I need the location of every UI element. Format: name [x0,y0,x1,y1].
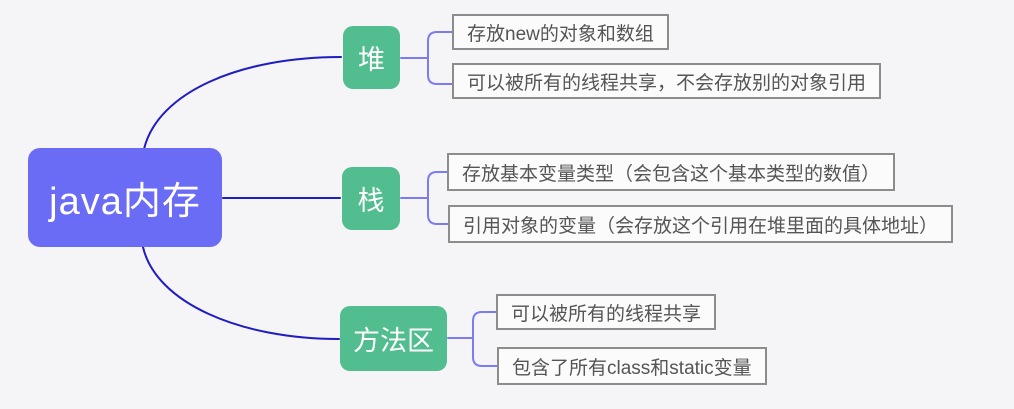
edge-method-area-bracket [472,311,498,367]
node-branch-heap[interactable]: 堆 [343,26,400,89]
edge-stack-bracket [427,171,449,225]
edge-heap-bracket [427,31,453,85]
node-branch-method-area[interactable]: 方法区 [340,306,447,371]
node-leaf-method-area-shared-threads[interactable]: 可以被所有的线程共享 [496,294,717,330]
node-leaf-stack-primitive-types[interactable]: 存放基本变量类型（会包含这个基本类型的数值） [447,153,896,191]
node-root-java-memory[interactable]: java内存 [28,148,222,247]
node-leaf-method-area-class-static[interactable]: 包含了所有class和static变量 [497,347,767,385]
edge-root-heap [143,56,342,150]
edge-root-method-area [142,246,340,340]
node-leaf-heap-new-objects[interactable]: 存放new的对象和数组 [452,14,669,50]
node-leaf-stack-reference-variables[interactable]: 引用对象的变量（会存放这个引用在堆里面的具体地址） [448,205,954,243]
node-branch-stack[interactable]: 栈 [342,167,400,230]
node-leaf-heap-shared-threads[interactable]: 可以被所有的线程共享，不会存放别的对象引用 [452,63,882,99]
